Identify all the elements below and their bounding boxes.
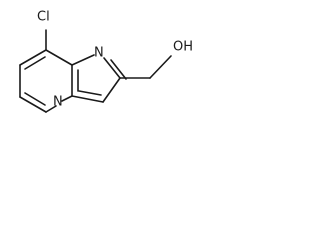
hydroxyl-label: OH [173, 40, 193, 55]
bridgehead-nitrogen-label: N [53, 95, 63, 110]
molecule-drawing: Cl N N OH [19, 10, 193, 113]
bond [103, 57, 121, 79]
imidazole-nitrogen-label: N [94, 46, 104, 61]
bond [45, 49, 73, 66]
bond [19, 49, 47, 66]
bond [45, 105, 57, 113]
bond [71, 95, 104, 103]
bond [78, 90, 102, 96]
bond [110, 59, 127, 80]
structure-diagram: Cl N N OH [0, 0, 213, 133]
bond [24, 56, 46, 70]
bond [71, 54, 95, 66]
bond [102, 77, 121, 103]
bond [19, 96, 47, 113]
chlorine-atom-label: Cl [37, 10, 50, 25]
bond [24, 92, 46, 106]
bond [149, 55, 172, 79]
bond [61, 95, 73, 102]
